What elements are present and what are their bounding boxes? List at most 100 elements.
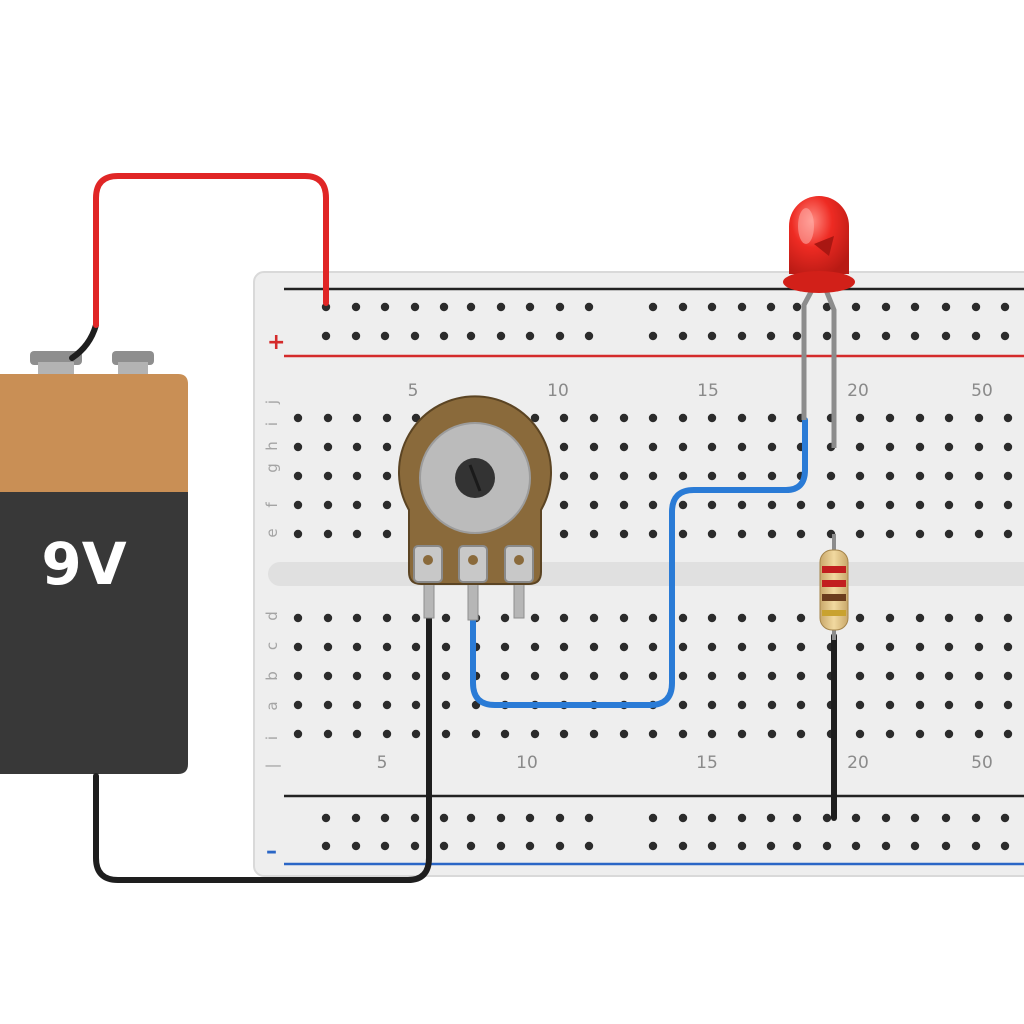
rail-hole [380,302,390,312]
breadboard-hole [589,613,599,623]
led-highlight [798,208,814,244]
breadboard-hole [589,500,599,510]
breadboard-hole [382,671,392,681]
breadboard-hole [885,471,895,481]
breadboard-hole [382,700,392,710]
breadboard-hole [323,700,333,710]
breadboard-hole [382,642,392,652]
breadboard-hole [441,700,451,710]
breadboard-hole [293,471,303,481]
red-wire-lead [69,322,99,361]
breadboard-hole [559,671,569,681]
rail-hole [881,841,891,851]
breadboard-hole [885,642,895,652]
breadboard-hole [589,529,599,539]
breadboard-hole [589,642,599,652]
row-letter: | [263,763,281,768]
breadboard-hole [411,729,421,739]
rail-hole [792,841,802,851]
breadboard-hole [1003,442,1013,452]
breadboard-hole [500,642,510,652]
breadboard-hole [1003,671,1013,681]
rail-hole [584,331,594,341]
battery-terminal-positive-base [118,362,148,376]
breadboard-hole [915,442,925,452]
breadboard-hole [707,529,717,539]
breadboard-hole [678,700,688,710]
rail-hole [648,302,658,312]
rail-hole [851,302,861,312]
potentiometer-tab-hole [514,555,524,565]
breadboard-hole [500,671,510,681]
rail-hole [941,841,951,851]
breadboard-hole [530,613,540,623]
breadboard-hole [382,529,392,539]
breadboard-hole [707,413,717,423]
battery-top-cap [0,374,188,492]
breadboard-hole [559,529,569,539]
breadboard-hole [559,471,569,481]
breadboard-hole [707,700,717,710]
rail-hole [466,813,476,823]
breadboard-hole [678,500,688,510]
breadboard-hole [944,642,954,652]
breadboard-hole [382,613,392,623]
resistor [819,534,849,640]
rail-hole [910,813,920,823]
breadboard-hole [530,671,540,681]
rail-hole [496,841,506,851]
breadboard-hole [767,642,777,652]
rail-hole [380,331,390,341]
rail-hole [881,302,891,312]
breadboard-hole [915,500,925,510]
breadboard-hole [737,529,747,539]
breadboard-hole [1003,471,1013,481]
breadboard-hole [559,642,569,652]
breadboard-hole [589,413,599,423]
rail-hole [439,813,449,823]
rail-hole [881,813,891,823]
breadboard-hole [441,671,451,681]
resistor-body [819,549,849,631]
rail-hole [351,302,361,312]
breadboard-hole [411,700,421,710]
breadboard-hole [323,613,333,623]
breadboard-hole [974,500,984,510]
rail-hole [380,813,390,823]
column-label-bottom: 50 [971,753,993,773]
breadboard-hole [885,529,895,539]
breadboard-hole [855,471,865,481]
breadboard-hole [648,442,658,452]
rail-hole [766,841,776,851]
breadboard-hole [559,500,569,510]
breadboard-hole [648,413,658,423]
breadboard-hole [796,700,806,710]
row-letter: f [263,502,281,508]
breadboard-hole [352,671,362,681]
breadboard-hole [471,729,481,739]
breadboard-hole [796,729,806,739]
breadboard-hole [796,671,806,681]
breadboard-hole [559,729,569,739]
breadboard-hole [737,500,747,510]
blue-wire [470,417,808,708]
column-label-bottom: 10 [516,753,538,773]
rail-hole [410,331,420,341]
breadboard-hole [411,671,421,681]
rail-hole [321,813,331,823]
breadboard-hole [323,471,333,481]
breadboard-hole [885,413,895,423]
breadboard-hole [915,700,925,710]
breadboard-hole [796,529,806,539]
rail-hole [410,302,420,312]
breadboard-hole [796,500,806,510]
battery-body [0,492,188,774]
breadboard-hole [619,642,629,652]
rail-hole [851,841,861,851]
breadboard-hole [293,642,303,652]
breadboard-hole [767,671,777,681]
rail-hole [910,302,920,312]
row-letter: i [263,736,281,740]
breadboard-hole [944,413,954,423]
breadboard-hole [293,529,303,539]
